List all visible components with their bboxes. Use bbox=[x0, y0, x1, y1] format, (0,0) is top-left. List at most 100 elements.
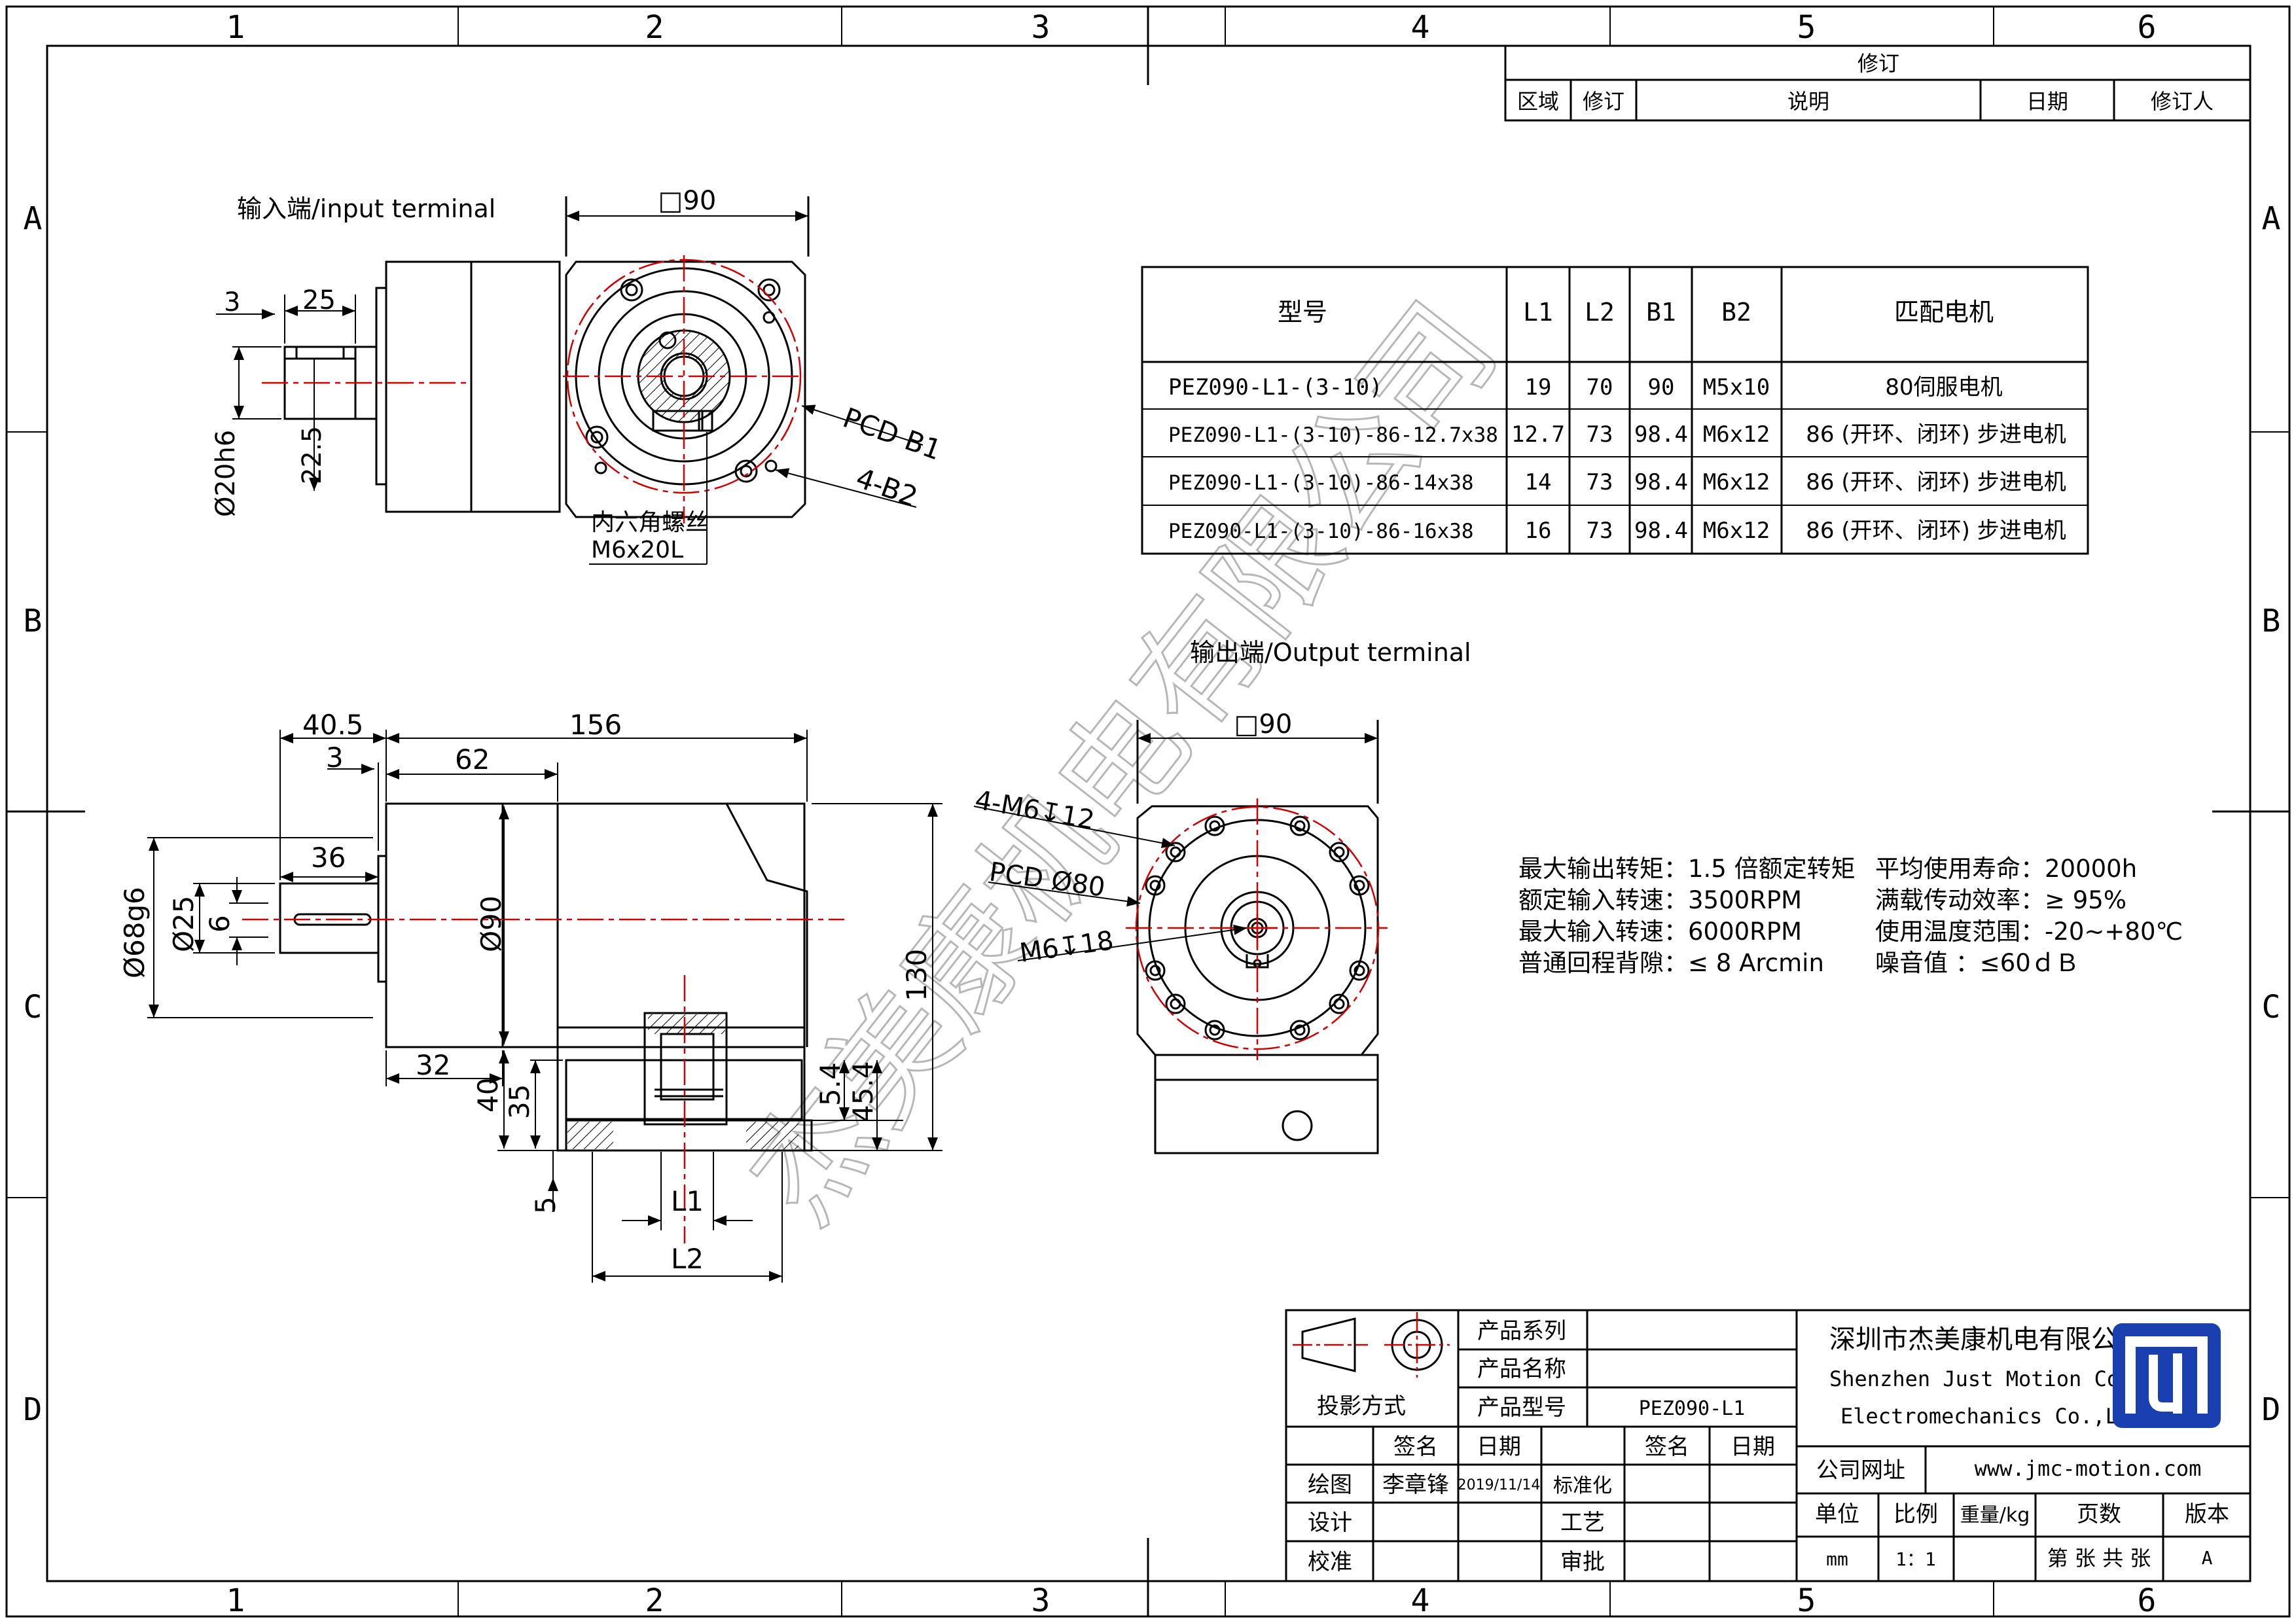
sign-header: 签名 bbox=[1645, 1434, 1689, 1460]
dim-pcd-b1: PCD B1 bbox=[839, 401, 946, 466]
date-header: 日期 bbox=[1477, 1434, 1521, 1460]
spec-table: 型号 L1 L2 B1 B2 匹配电机 PEZ090-L1-(3-10) 19 … bbox=[1141, 266, 2089, 555]
company-cn: 深圳市杰美康机电有限公司 bbox=[1829, 1325, 2144, 1355]
screw-note-1: 内六角螺丝 bbox=[591, 509, 709, 536]
spec-cell: PEZ090-L1-(3-10) bbox=[1168, 374, 1383, 401]
series-label: 产品系列 bbox=[1477, 1318, 1566, 1344]
website: www.jmc-motion.com bbox=[1975, 1456, 2202, 1481]
col-label: 3 bbox=[1031, 9, 1050, 46]
standard-label: 标准化 bbox=[1553, 1474, 1612, 1497]
dim-62: 62 bbox=[455, 743, 490, 776]
dim-35: 35 bbox=[503, 1084, 535, 1119]
dim-32: 32 bbox=[416, 1049, 450, 1081]
col-label: 6 bbox=[2138, 9, 2157, 46]
model-label: 产品型号 bbox=[1477, 1395, 1566, 1421]
row-label: D bbox=[24, 1391, 43, 1428]
dim-22-5: 22.5 bbox=[297, 426, 327, 484]
spec-header: L2 bbox=[1585, 298, 1615, 327]
dim-156: 156 bbox=[569, 709, 622, 741]
craft-label: 工艺 bbox=[1560, 1510, 1605, 1536]
dim-square-90: □90 bbox=[1234, 709, 1293, 740]
spec-line: 最大输入转速：6000RPM bbox=[1518, 918, 1802, 946]
spec-cell: 70 bbox=[1587, 374, 1613, 401]
col-label: 1 bbox=[226, 9, 245, 46]
dim-68g6: Ø68g6 bbox=[118, 887, 151, 978]
spec-cell: 12.7 bbox=[1511, 421, 1565, 448]
unit-value: mm bbox=[1826, 1548, 1848, 1570]
website-label: 公司网址 bbox=[1816, 1457, 1905, 1484]
col-label: 3 bbox=[1031, 1582, 1050, 1619]
projection-label: 投影方式 bbox=[1317, 1393, 1406, 1419]
col-label: 4 bbox=[1411, 1582, 1430, 1619]
dim-25: Ø25 bbox=[168, 895, 200, 952]
row-label: A bbox=[24, 200, 43, 237]
side-view: 40.5 156 3 62 36 Ø68g6 Ø25 6 Ø90 130 32 … bbox=[118, 709, 942, 1283]
dim-90: Ø90 bbox=[475, 895, 507, 952]
spec-cell: 19 bbox=[1525, 374, 1552, 401]
model-value: PEZ090-L1 bbox=[1639, 1397, 1746, 1420]
dim-5-4: 5.4 bbox=[814, 1062, 846, 1106]
dim-40: 40 bbox=[472, 1078, 504, 1113]
spec-cell: 73 bbox=[1587, 469, 1613, 495]
dim-25: 25 bbox=[302, 285, 336, 315]
dim-45-4: 45.4 bbox=[847, 1061, 879, 1122]
spec-line: 使用温度范围：-20~+80℃ bbox=[1875, 918, 2183, 946]
spec-cell: 14 bbox=[1525, 469, 1552, 495]
dim-square-90: □90 bbox=[658, 186, 717, 216]
row-label: C bbox=[24, 989, 43, 1026]
spec-line: 平均使用寿命：20000h bbox=[1875, 855, 2137, 883]
performance-specs: 最大输出转矩：1.5 倍额定转矩 额定输入转速：3500RPM 最大输入转速：6… bbox=[1518, 855, 2183, 977]
approve-label: 审批 bbox=[1560, 1549, 1605, 1575]
company-en-2: Electromechanics Co.,LTD bbox=[1840, 1404, 2143, 1429]
dim-36: 36 bbox=[311, 842, 346, 874]
spec-cell: 86 (开环、闭环) 步进电机 bbox=[1806, 469, 2066, 495]
spec-line: 普通回程背隙：≤ 8 Arcmin bbox=[1518, 949, 1824, 977]
unit-label: 单位 bbox=[1815, 1501, 1859, 1527]
dim-130: 130 bbox=[901, 949, 933, 1001]
draw-label: 绘图 bbox=[1308, 1472, 1352, 1498]
input-terminal-label: 输入端/input terminal bbox=[237, 194, 495, 223]
input-terminal-view: 输入端/input terminal 3 25 bbox=[211, 186, 946, 565]
dim-40-5: 40.5 bbox=[302, 709, 364, 741]
output-terminal-label: 输出端/Output terminal bbox=[1190, 638, 1471, 667]
spec-cell: M6x12 bbox=[1703, 469, 1770, 495]
spec-cell: 80伺服电机 bbox=[1885, 374, 2002, 401]
dim-l2: L2 bbox=[671, 1243, 704, 1275]
revision-header: 修订人 bbox=[2151, 89, 2214, 114]
spec-cell: PEZ090-L1-(3-10)-86-12.7x38 bbox=[1168, 423, 1498, 447]
spec-cell: 86 (开环、闭环) 步进电机 bbox=[1806, 518, 2066, 544]
spec-line: 噪音值 ：≤60ｄＢ bbox=[1875, 949, 2079, 977]
spec-cell: M6x12 bbox=[1703, 421, 1770, 448]
dim-3: 3 bbox=[224, 287, 240, 317]
spec-cell: 98.4 bbox=[1634, 518, 1688, 544]
spec-cell: 98.4 bbox=[1634, 421, 1688, 448]
dim-4-b2: 4-B2 bbox=[852, 461, 922, 513]
pages-label: 页数 bbox=[2077, 1501, 2121, 1527]
dim-3: 3 bbox=[326, 741, 344, 774]
spec-cell: 16 bbox=[1525, 518, 1552, 544]
spec-line: 满载传动效率：≥ 95% bbox=[1875, 886, 2126, 914]
spec-line: 额定输入转速：3500RPM bbox=[1518, 886, 1802, 914]
col-label: 5 bbox=[1797, 1582, 1816, 1619]
col-label: 5 bbox=[1797, 9, 1816, 46]
weight-label: 重量/kg bbox=[1960, 1504, 2030, 1527]
row-label: C bbox=[2262, 989, 2281, 1026]
spec-cell: 86 (开环、闭环) 步进电机 bbox=[1806, 421, 2066, 448]
version-label: 版本 bbox=[2185, 1501, 2229, 1527]
col-label: 1 bbox=[226, 1582, 245, 1619]
dim-5: 5 bbox=[529, 1196, 562, 1214]
row-label: D bbox=[2262, 1391, 2281, 1428]
spec-cell: 73 bbox=[1587, 518, 1613, 544]
spec-header: L1 bbox=[1523, 298, 1553, 327]
draw-date: 2019/11/14 bbox=[1458, 1477, 1541, 1493]
spec-cell: 98.4 bbox=[1634, 469, 1688, 495]
spec-cell: PEZ090-L1-(3-10)-86-16x38 bbox=[1168, 520, 1474, 543]
dim-l1: L1 bbox=[671, 1185, 704, 1217]
revision-header: 日期 bbox=[2026, 89, 2068, 114]
spec-cell: M6x12 bbox=[1703, 518, 1770, 544]
row-label: B bbox=[2262, 603, 2281, 639]
frame-labels: 1 2 3 4 5 6 1 2 3 4 5 6 A B C D A B C D bbox=[24, 9, 2281, 1619]
row-label: B bbox=[24, 603, 43, 639]
spec-cell: PEZ090-L1-(3-10)-86-14x38 bbox=[1168, 471, 1474, 495]
spec-header: B1 bbox=[1646, 298, 1676, 327]
